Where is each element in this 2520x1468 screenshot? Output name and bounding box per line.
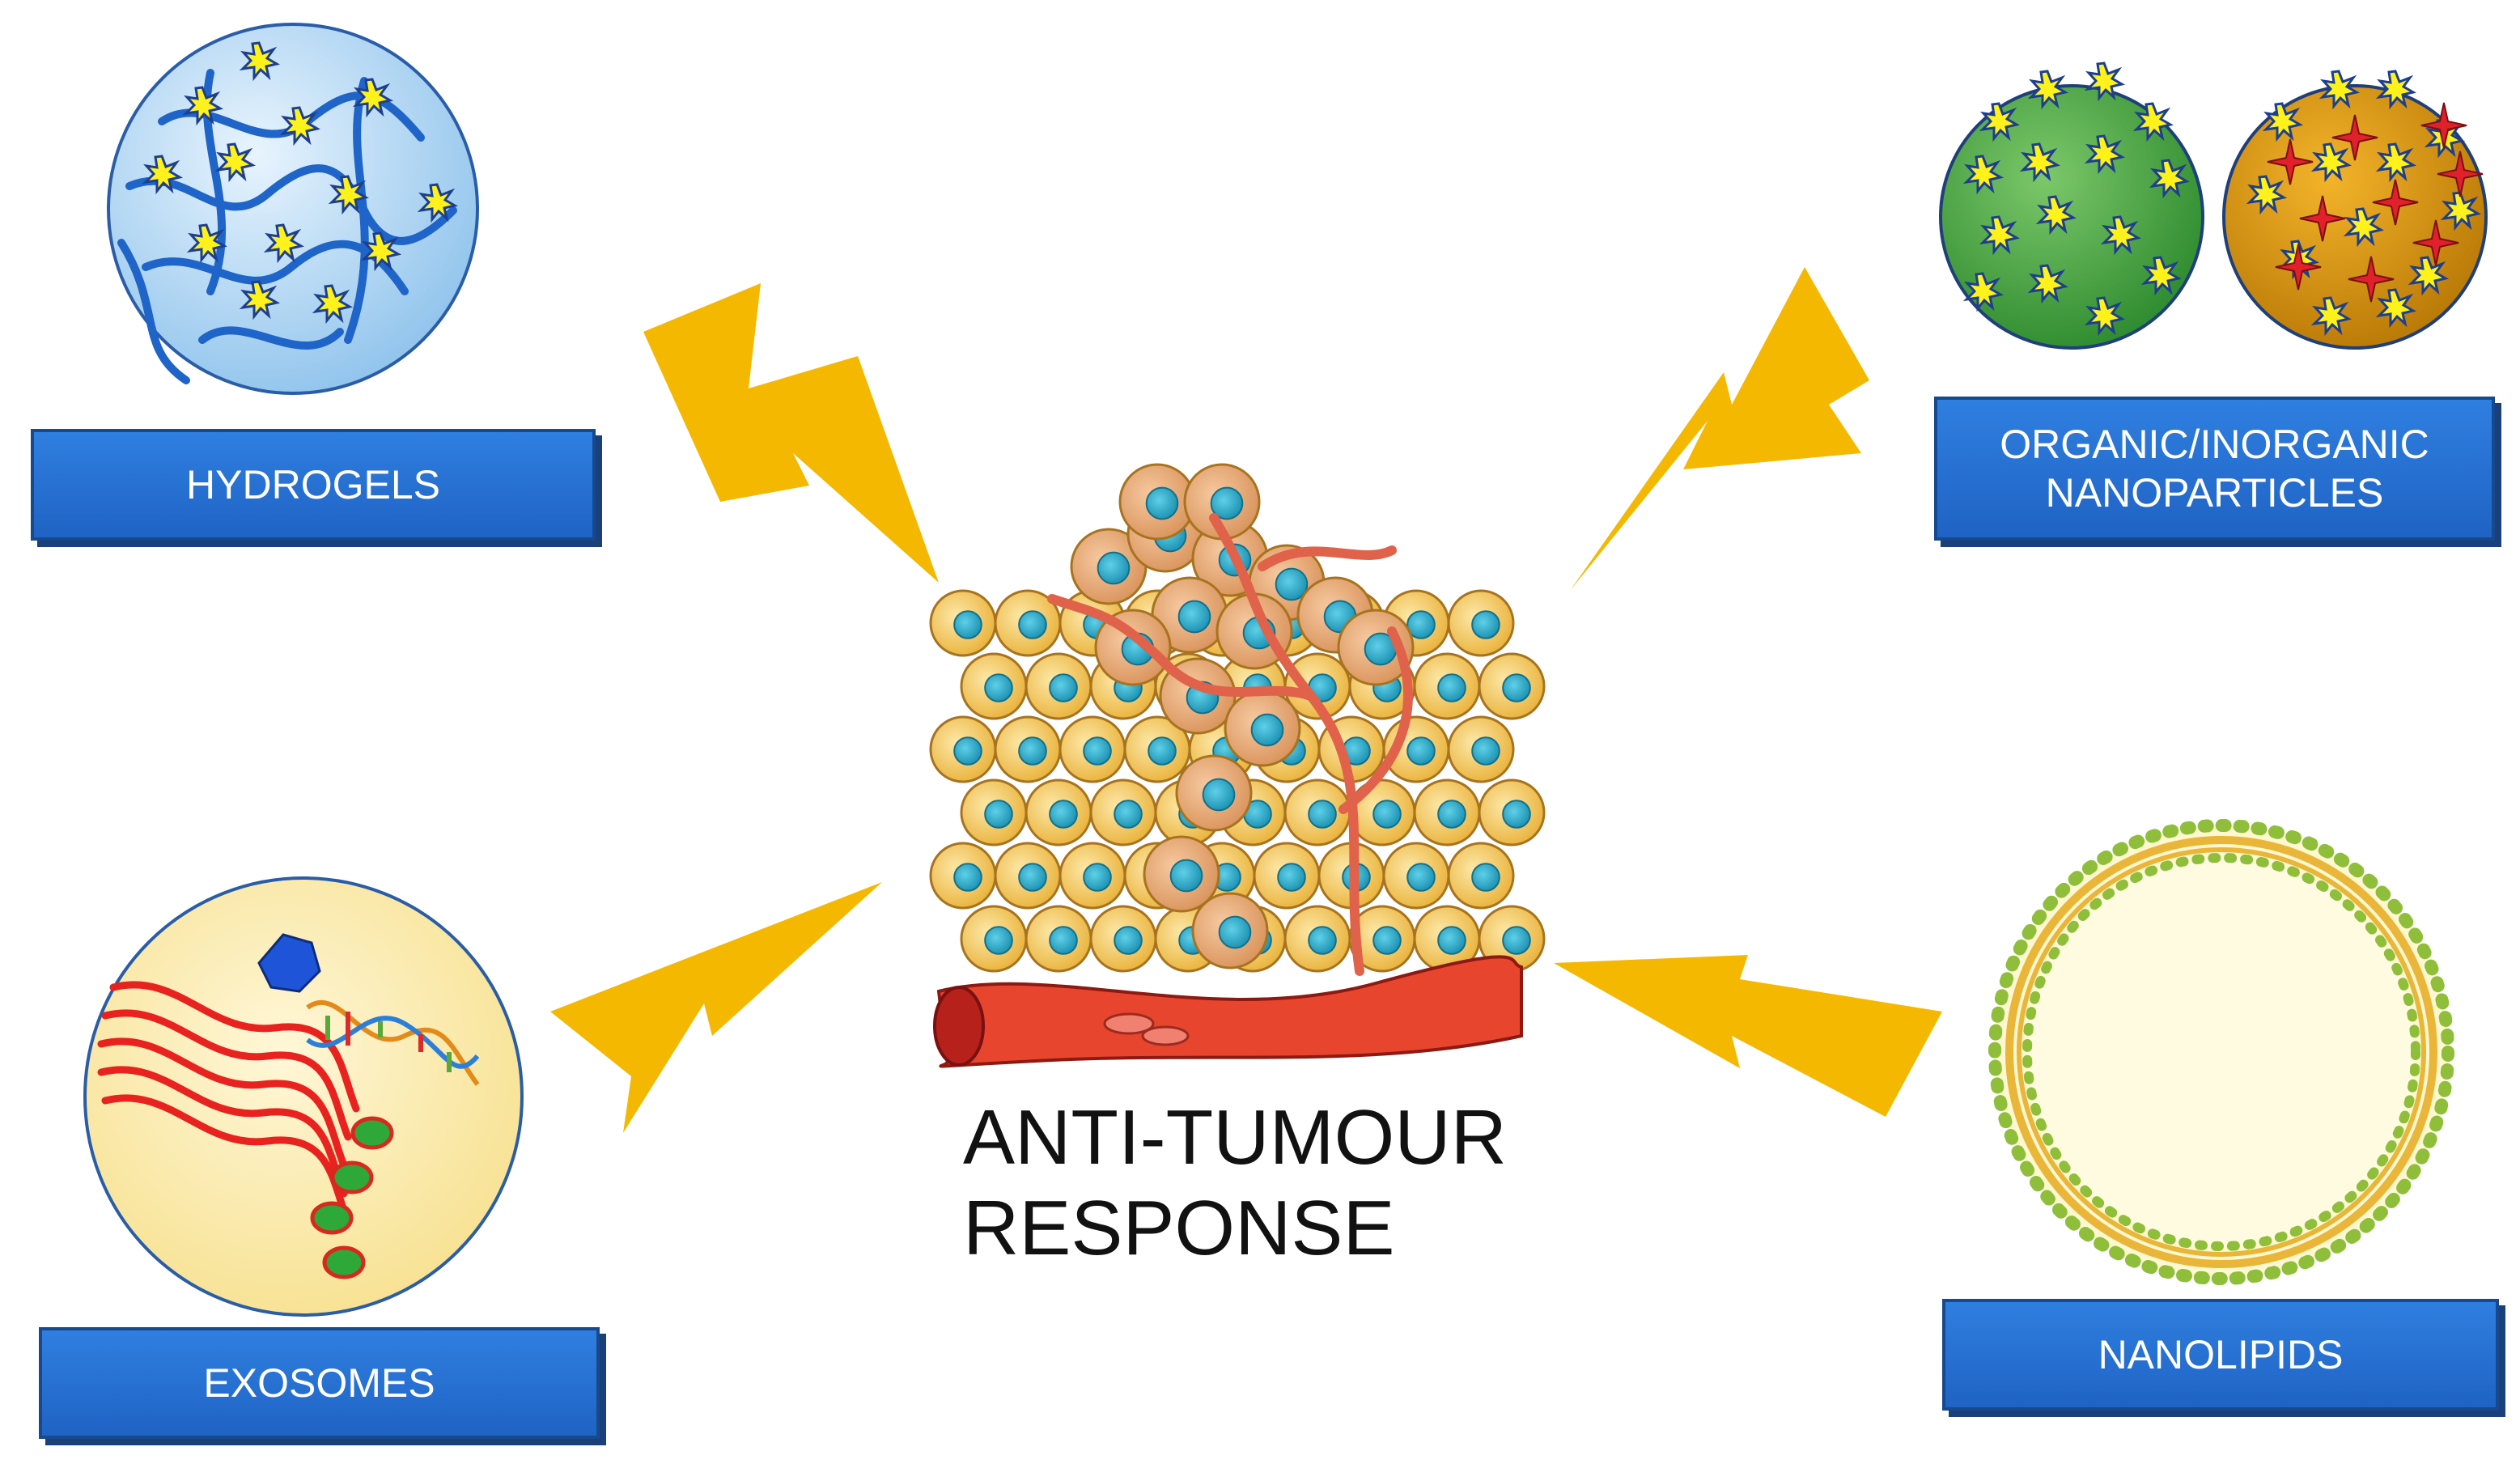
- cell-nucleus: [1083, 863, 1112, 892]
- cell-nucleus: [1169, 859, 1203, 893]
- capillary: [1209, 513, 1364, 976]
- cell-nucleus: [1114, 800, 1143, 829]
- cell-nucleus: [1437, 673, 1466, 702]
- lightning-bolt-icon: [643, 283, 939, 583]
- cell-nucleus: [1018, 863, 1047, 892]
- inorganic-nanoparticle-icon: [2222, 70, 2488, 350]
- nanoparticles-label-line2: NANOPARTICLES: [2045, 470, 2384, 515]
- tumour-tissue-icon: [929, 463, 1546, 1068]
- capillary: [1338, 626, 1413, 814]
- hydrogels-label: HYDROGELS: [31, 429, 596, 541]
- nanolipids-label-text: NANOLIPIDS: [2098, 1332, 2344, 1377]
- hydrogel-sphere-icon: [107, 23, 479, 395]
- lightning-bolt-icon: [1554, 955, 1942, 1117]
- cell-nucleus: [1372, 926, 1402, 955]
- cell-nucleus: [1406, 610, 1436, 639]
- cell-nucleus: [1502, 673, 1531, 702]
- cell-nucleus: [1277, 863, 1306, 892]
- cell-nucleus: [1018, 736, 1047, 766]
- cell-nucleus: [1049, 926, 1078, 955]
- capillary: [1258, 545, 1397, 571]
- cell-nucleus: [1471, 736, 1500, 766]
- cell-nucleus: [1275, 567, 1309, 601]
- lightning-bolt-icon: [550, 882, 882, 1133]
- cell-nucleus: [1202, 778, 1236, 812]
- center-title-line1: ANTI-TUMOUR: [963, 1094, 1507, 1181]
- center-title-line2: RESPONSE: [963, 1185, 1395, 1271]
- cell-nucleus: [1437, 800, 1466, 829]
- cell-nucleus: [953, 610, 982, 639]
- cell-nucleus: [1145, 486, 1179, 520]
- cell-nucleus: [1114, 926, 1143, 955]
- cell-nucleus: [953, 863, 982, 892]
- cell-nucleus: [1177, 600, 1211, 634]
- exosomes-label: EXOSOMES: [39, 1327, 600, 1439]
- exosome-sphere-icon: [83, 876, 524, 1317]
- cell-nucleus: [1049, 673, 1078, 702]
- cell-nucleus: [1406, 863, 1436, 892]
- cell-nucleus: [1097, 551, 1131, 585]
- nanoparticles-label: ORGANIC/INORGANIC NANOPARTICLES: [1934, 397, 2495, 541]
- blood-vessel-icon: [933, 955, 1523, 1068]
- nanoparticles-label-line1: ORGANIC/INORGANIC: [2000, 422, 2429, 467]
- cell-nucleus: [1049, 800, 1078, 829]
- capillary: [1047, 594, 1316, 701]
- exosomes-label-text: EXOSOMES: [203, 1360, 435, 1406]
- cell-nucleus: [953, 736, 982, 766]
- cell-nucleus: [984, 926, 1013, 955]
- cell-nucleus: [1250, 713, 1284, 747]
- cell-nucleus: [1218, 915, 1252, 949]
- hydrogels-label-text: HYDROGELS: [186, 462, 440, 507]
- cell-nucleus: [1210, 486, 1244, 520]
- cell-nucleus: [1502, 926, 1531, 955]
- lightning-bolt-icon: [1570, 267, 1869, 591]
- center-title: ANTI-TUMOUR RESPONSE: [963, 1093, 1578, 1274]
- cell-nucleus: [984, 673, 1013, 702]
- polyhedron-icon: [257, 933, 321, 993]
- cell-nucleus: [1083, 736, 1112, 766]
- organic-nanoparticle-icon: [1939, 62, 2204, 350]
- cell-nucleus: [1018, 610, 1047, 639]
- cell-nucleus: [1308, 800, 1337, 829]
- cell-nucleus: [984, 800, 1013, 829]
- cell-nucleus: [1471, 610, 1500, 639]
- cell-nucleus: [1148, 736, 1177, 766]
- cell-nucleus: [1502, 800, 1531, 829]
- cell-nucleus: [1471, 863, 1500, 892]
- cell-nucleus: [1372, 800, 1402, 829]
- cell-nucleus: [1308, 926, 1337, 955]
- liposome-icon: [1988, 819, 2454, 1285]
- nanolipids-label: NANOLIPIDS: [1942, 1299, 2499, 1411]
- cell-nucleus: [1406, 736, 1436, 766]
- cell-nucleus: [1437, 926, 1466, 955]
- dna-icon: [306, 999, 480, 1086]
